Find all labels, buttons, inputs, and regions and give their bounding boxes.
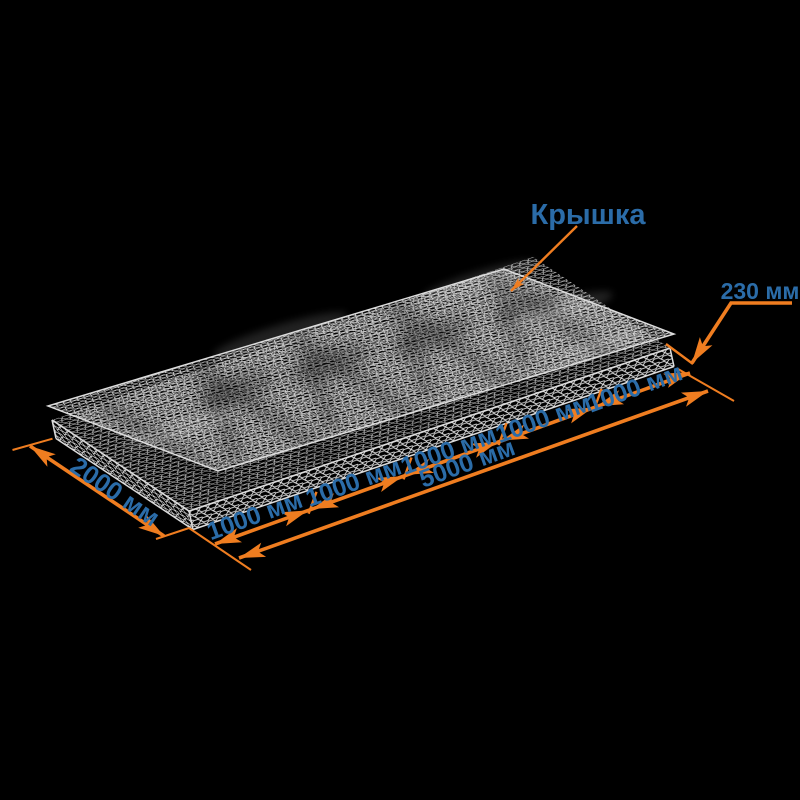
svg-text:230 мм: 230 мм	[721, 278, 800, 304]
svg-text:Крышка: Крышка	[531, 199, 647, 231]
